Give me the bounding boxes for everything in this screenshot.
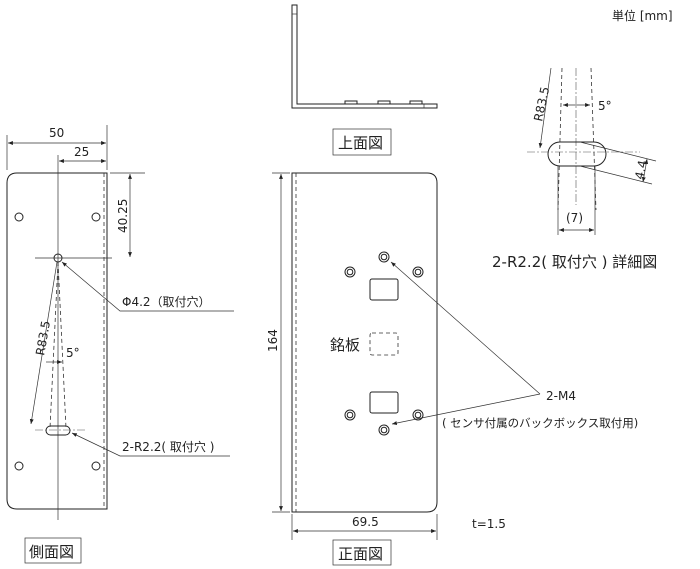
side-view-label-box [24, 537, 82, 564]
screw-leader [390, 261, 541, 395]
hole [91, 212, 101, 222]
nut-boss [344, 100, 358, 105]
screw-holes [344, 251, 424, 436]
angle-line [49, 261, 59, 429]
hole [412, 409, 424, 421]
slot-note: 2-R2.2( 取付穴 ) [122, 439, 214, 454]
top-view: 上面図 [291, 4, 438, 156]
hole-leader [61, 261, 234, 312]
angle-line [57, 261, 67, 429]
radius-label: R83.5 [33, 320, 53, 357]
screw-note: 2-M4 [546, 389, 576, 403]
nameplate-label: 銘板 [330, 336, 360, 354]
hole-inner [380, 253, 388, 261]
front-view-label-box [332, 539, 392, 566]
hole [344, 266, 356, 278]
dim-width-label: 69.5 [352, 515, 379, 529]
hole [91, 461, 101, 471]
hole-inner [414, 411, 422, 419]
angle-label: 5° [598, 99, 612, 113]
extension-line [579, 165, 653, 185]
front-view: 164 69.5 銘板 2-M4 ( センサ付属のバックボックス取付用) t=1… [266, 172, 638, 566]
side-view: 50 25 40.25 Φ4.2（取付穴） R83.5 5° 2-R2.2( 取… [6, 125, 234, 564]
nameplate-outline [369, 332, 399, 356]
dim-line-4-4 [641, 158, 649, 183]
dim-width-label: 50 [49, 126, 64, 140]
slot-detail [547, 141, 607, 167]
angle-line [590, 67, 597, 211]
detail-view-title: 2-R2.2( 取付穴 ) 詳細図 [492, 253, 657, 271]
hole-inner [380, 426, 388, 434]
spacing-label: (7) [566, 211, 583, 225]
top-view-label: 上面図 [338, 134, 383, 152]
detail-view: (7) 5° R83.5 4.4 2-R2.2( 取付穴 ) 詳細図 [492, 67, 657, 271]
hole-note: Φ4.2（取付穴） [122, 294, 211, 309]
screw-leader [391, 393, 541, 425]
cutout [369, 278, 399, 301]
hole-inner [346, 268, 354, 276]
angle-label: 5° [66, 346, 80, 360]
hole [344, 409, 356, 421]
hole-inner [414, 268, 422, 276]
extension-line [579, 141, 657, 162]
slot-leader [71, 432, 230, 457]
side-view-label: 側面図 [29, 543, 74, 561]
radius-line [538, 67, 552, 149]
dim-height-label: 164 [266, 329, 280, 352]
hole-inner [346, 411, 354, 419]
hole [412, 266, 424, 278]
dim-half-label: 25 [74, 145, 89, 159]
hole [14, 461, 24, 471]
units-label: 単位 [mm] [612, 8, 673, 23]
screw-note-sub: ( センサ付属のバックボックス取付用) [442, 416, 638, 430]
thickness-label: t=1.5 [472, 517, 506, 531]
front-plate-outline [291, 172, 438, 513]
nut-boss [409, 100, 423, 105]
radius-label: R83.5 [531, 85, 552, 122]
side-plate-outline [6, 172, 108, 510]
cutout [369, 391, 399, 414]
slot-width-label: 4.4 [632, 159, 650, 181]
radius-line [29, 261, 58, 425]
top-profile [291, 4, 438, 109]
dim-hole-height-label: 40.25 [116, 199, 130, 233]
front-view-label: 正面図 [338, 545, 383, 563]
slot [45, 425, 71, 436]
hole [378, 251, 390, 263]
hole [378, 424, 390, 436]
nut-boss [377, 100, 391, 105]
hole [14, 212, 24, 222]
top-view-label-box [332, 128, 392, 156]
angle-line [557, 67, 563, 211]
